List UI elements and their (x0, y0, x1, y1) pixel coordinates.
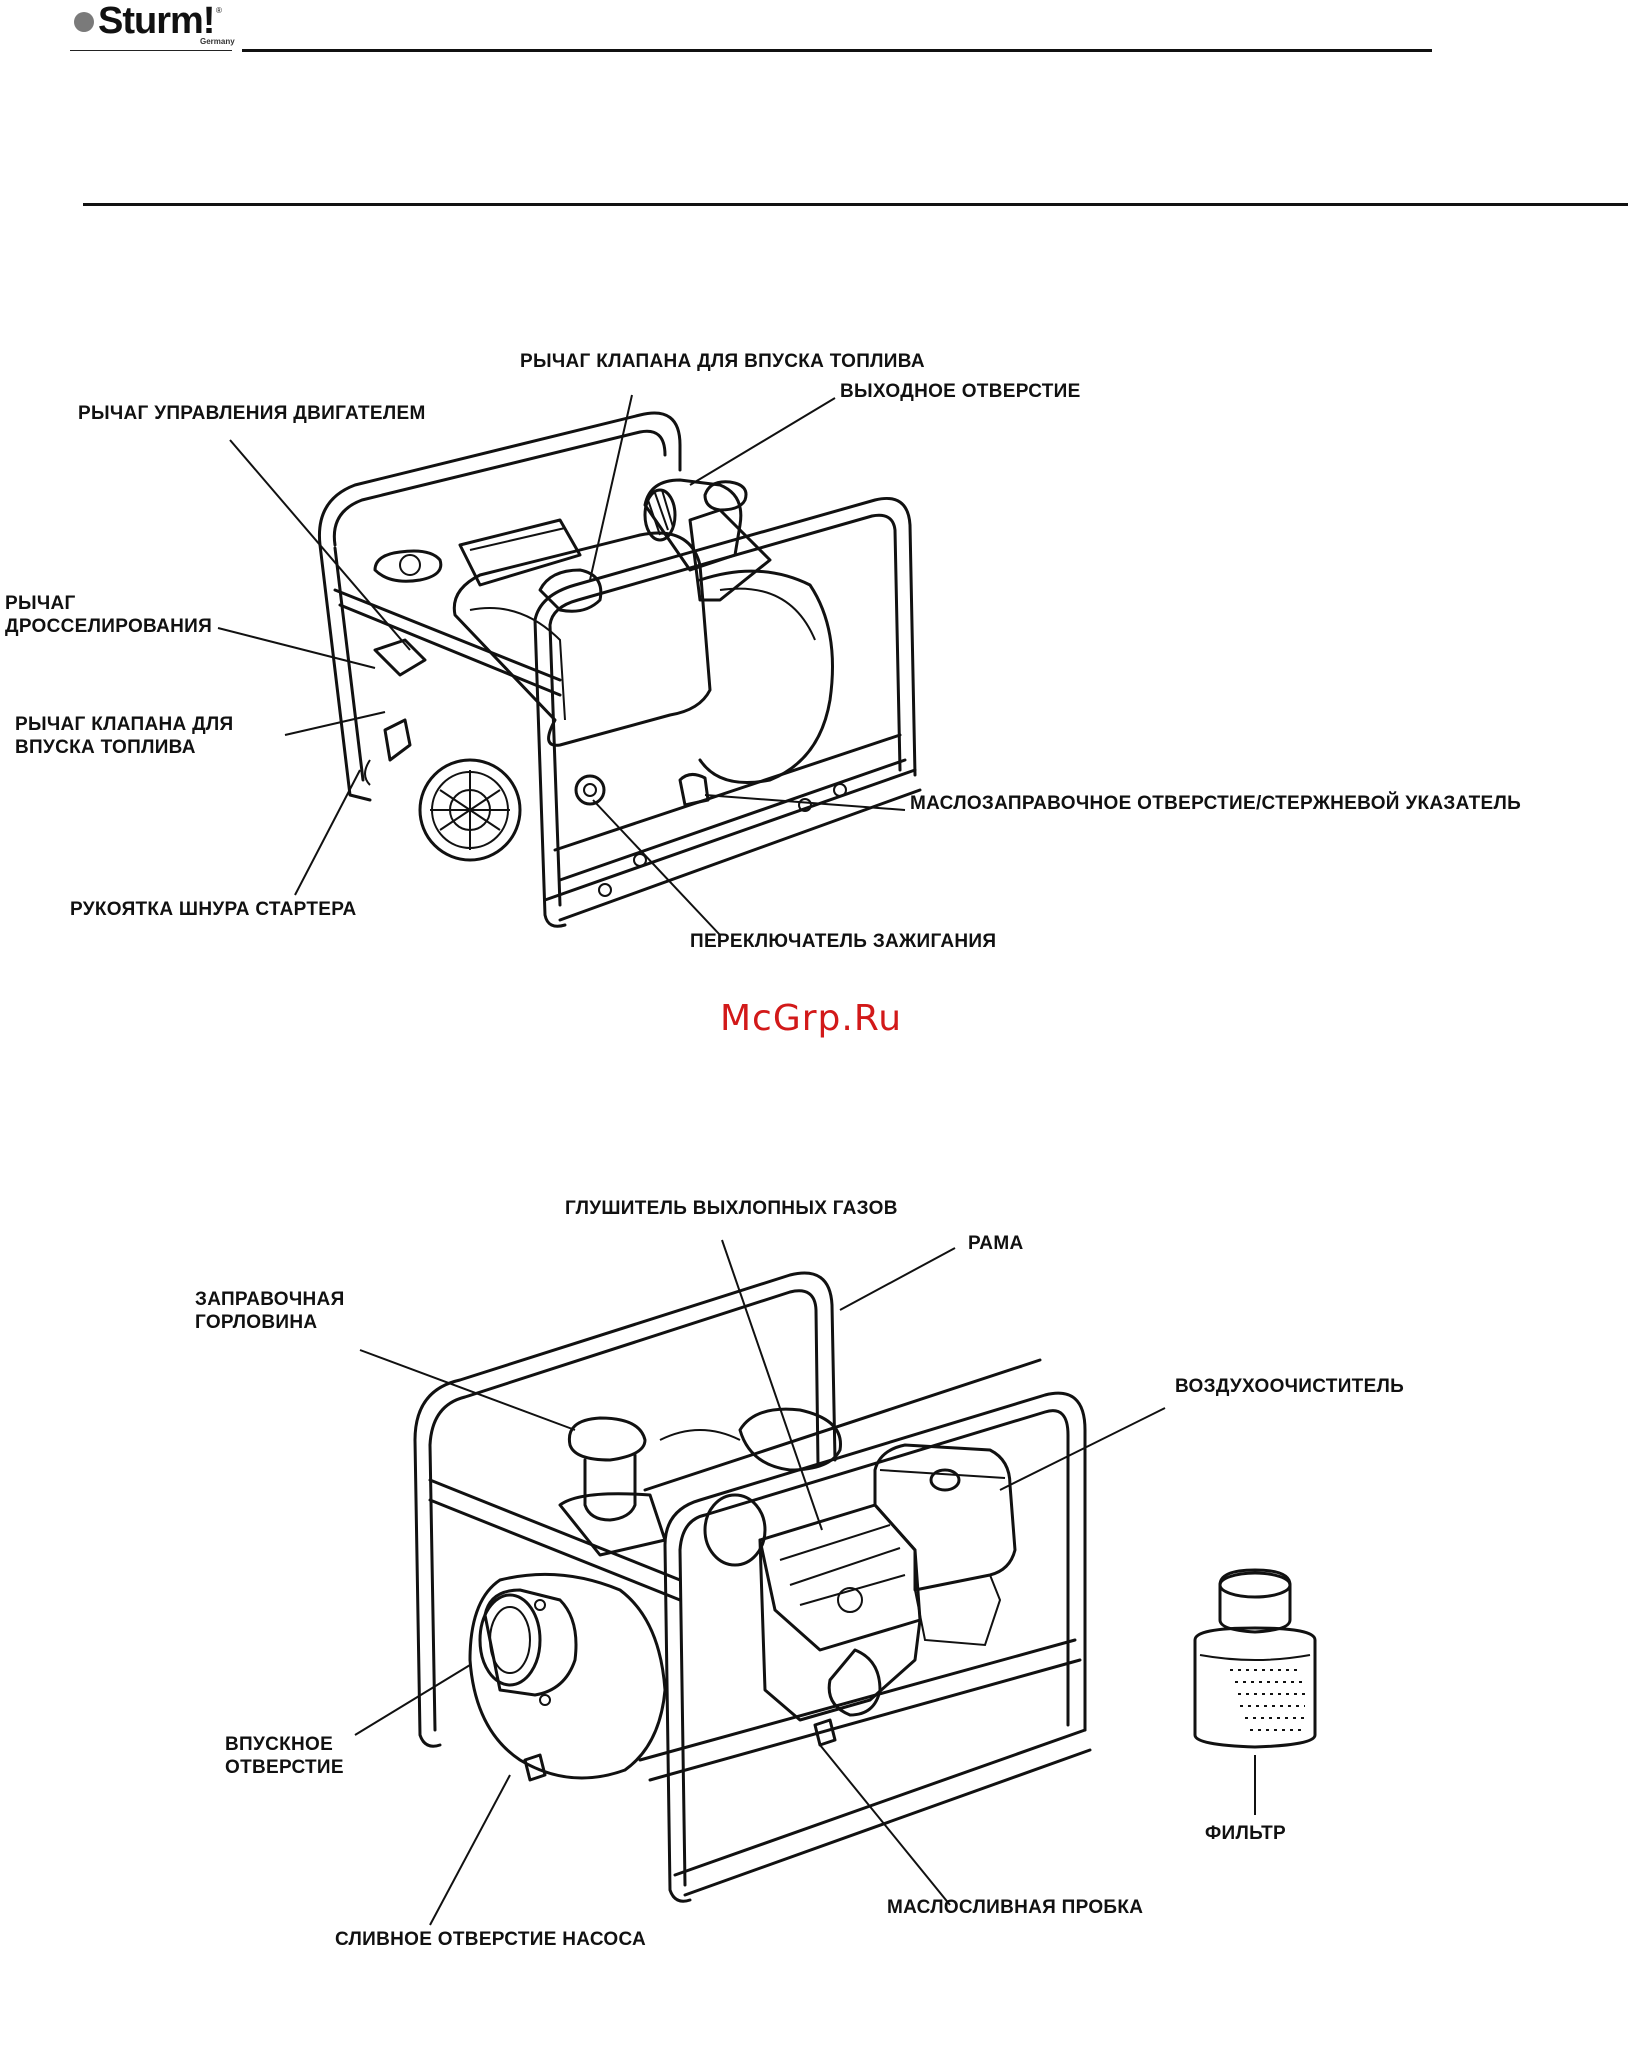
header-rule (242, 49, 1432, 52)
label-muffler: ГЛУШИТЕЛЬ ВЫХЛОПНЫХ ГАЗОВ (565, 1198, 898, 1219)
brand-name: Sturm! (98, 0, 215, 42)
brand-subtitle: Germany (200, 37, 235, 46)
brand-logo: Sturm! ® Germany (70, 0, 235, 52)
pump-rear-drawing (413, 1271, 1092, 1903)
label-inlet-port-line1: ВПУСКНОЕ (225, 1734, 334, 1755)
label-frame: РАМА (968, 1233, 1024, 1254)
watermark: McGrp.Ru (720, 998, 903, 1039)
figure1-leader-lines (217, 394, 906, 936)
label-oil-filler-dipstick: МАСЛОЗАПРАВОЧНОЕ ОТВЕРСТИЕ/СТЕРЖНЕВОЙ УК… (910, 793, 1522, 814)
label-engine-control-lever: РЫЧАГ УПРАВЛЕНИЯ ДВИГАТЕЛЕМ (78, 403, 426, 424)
section-rule (83, 203, 1628, 206)
label-choke-lever-line1: РЫЧАГ (5, 593, 76, 614)
label-choke-lever-line2: ДРОССЕЛИРОВАНИЯ (5, 616, 213, 637)
logo-dot-icon (74, 12, 94, 32)
strainer-filter-drawing (1193, 1568, 1317, 1749)
label-ignition-switch: ПЕРЕКЛЮЧАТЕЛЬ ЗАЖИГАНИЯ (690, 931, 997, 952)
label-pump-drain-port: СЛИВНОЕ ОТВЕРСТИЕ НАСОСА (335, 1929, 647, 1950)
label-starter-grip: РУКОЯТКА ШНУРА СТАРТЕРА (70, 899, 357, 920)
brand-registered-mark: ® (216, 6, 222, 15)
label-oil-drain-plug: МАСЛОСЛИВНАЯ ПРОБКА (887, 1897, 1144, 1918)
pump-front-drawing (317, 411, 922, 928)
label-air-cleaner: ВОЗДУХООЧИСТИТЕЛЬ (1175, 1376, 1405, 1397)
label-fuel-valve-lever-left-line2: ВПУСКА ТОПЛИВА (15, 737, 196, 758)
label-filler-neck-line1: ЗАПРАВОЧНАЯ (195, 1289, 345, 1310)
logo-underline (70, 50, 232, 51)
label-fuel-valve-lever-top: РЫЧАГ КЛАПАНА ДЛЯ ВПУСКА ТОПЛИВА (520, 351, 925, 372)
label-strainer-filter: ФИЛЬТР (1205, 1823, 1287, 1844)
label-filler-neck-line2: ГОРЛОВИНА (195, 1312, 318, 1333)
label-inlet-port-line2: ОТВЕРСТИЕ (225, 1757, 344, 1778)
label-outlet-port: ВЫХОДНОЕ ОТВЕРСТИЕ (840, 381, 1081, 402)
figure2-leader-lines (354, 1239, 1256, 1926)
label-fuel-valve-lever-left-line1: РЫЧАГ КЛАПАНА ДЛЯ (15, 714, 234, 735)
